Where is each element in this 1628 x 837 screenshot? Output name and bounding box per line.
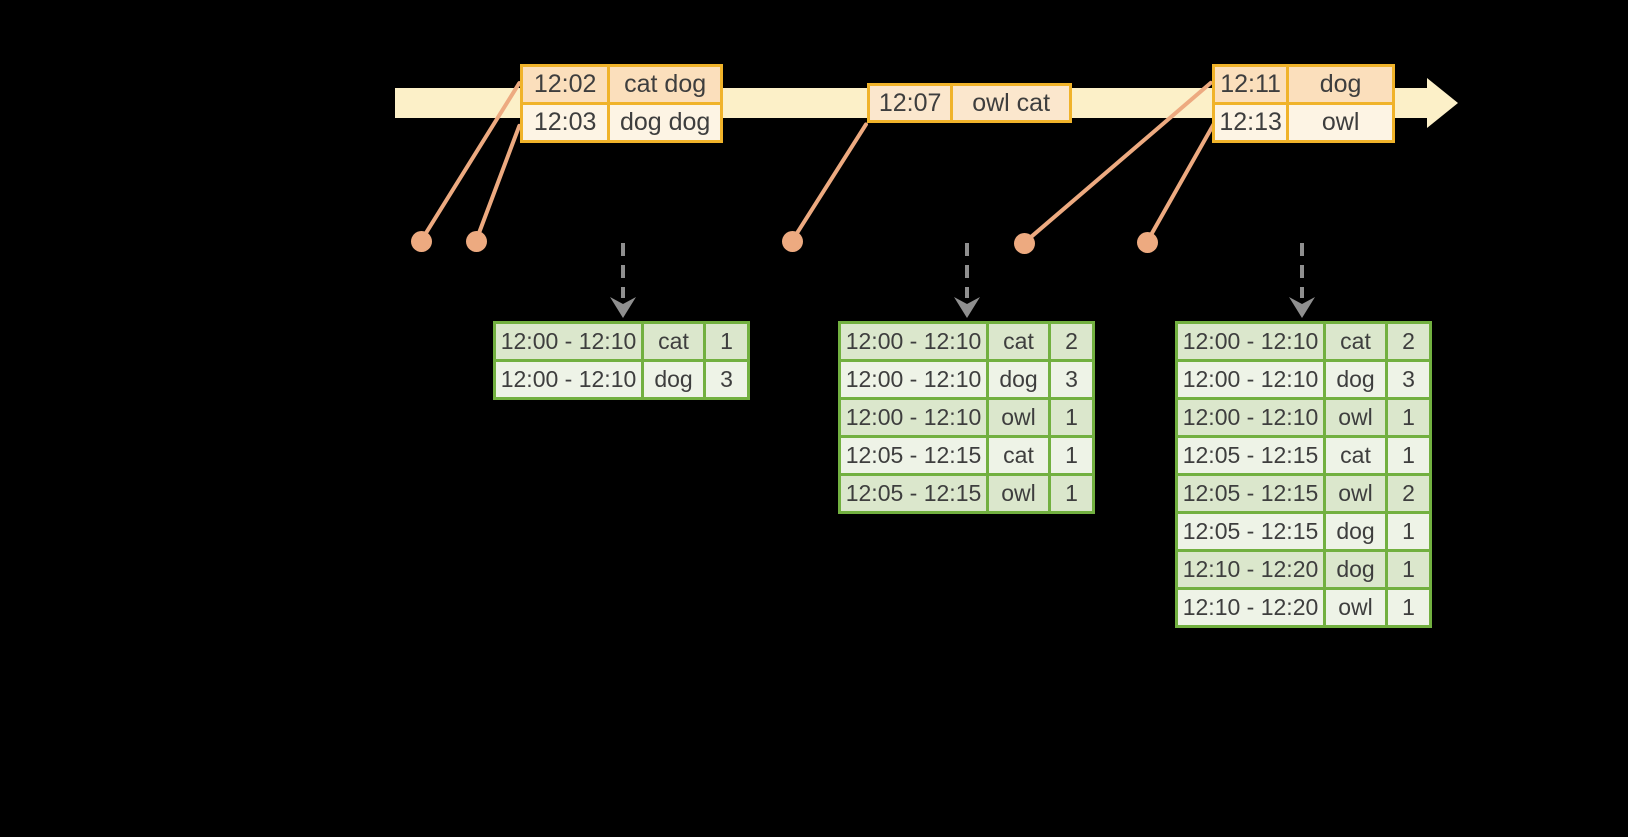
- event-time-cell: 12:13: [1211, 102, 1290, 143]
- count-cell: 2: [1048, 321, 1095, 362]
- window-cell: 12:00 - 12:10: [1175, 321, 1326, 362]
- event-table-2: 12:07 owl cat: [866, 83, 1072, 123]
- trigger-arrowhead-icon: [1289, 297, 1315, 318]
- word-cell: cat: [641, 321, 706, 362]
- window-cell: 12:05 - 12:15: [1175, 511, 1326, 552]
- event-dot: [1014, 233, 1035, 254]
- event-words-cell: owl cat: [950, 83, 1072, 123]
- event-dot: [1137, 232, 1158, 253]
- window-cell: 12:00 - 12:10: [838, 397, 989, 438]
- result-row: 12:00 - 12:10 owl 1: [838, 397, 1095, 438]
- count-cell: 1: [1385, 549, 1432, 590]
- trigger-arrowhead-icon: [610, 297, 636, 318]
- window-cell: 12:10 - 12:20: [1175, 587, 1326, 628]
- event-words-cell: owl: [1286, 102, 1395, 143]
- window-cell: 12:05 - 12:15: [838, 473, 989, 514]
- trigger-arrow-shaft: [1300, 243, 1304, 298]
- result-row: 12:00 - 12:10 dog 3: [493, 359, 750, 400]
- window-cell: 12:05 - 12:15: [1175, 435, 1326, 476]
- trigger-arrow-shaft: [621, 243, 625, 298]
- event-time-cell: 12:11: [1211, 64, 1290, 105]
- count-cell: 3: [703, 359, 750, 400]
- event-row: 12:07 owl cat: [866, 83, 1072, 123]
- result-row: 12:10 - 12:20 owl 1: [1175, 587, 1432, 628]
- event-dot: [466, 231, 487, 252]
- count-cell: 2: [1385, 473, 1432, 514]
- trigger-arrowhead-icon: [954, 297, 980, 318]
- count-cell: 1: [1048, 397, 1095, 438]
- count-cell: 3: [1385, 359, 1432, 400]
- word-cell: owl: [986, 473, 1051, 514]
- word-cell: dog: [1323, 359, 1388, 400]
- event-row: 12:02 cat dog: [519, 64, 723, 105]
- event-words-cell: dog: [1286, 64, 1395, 105]
- window-cell: 12:00 - 12:10: [838, 359, 989, 400]
- event-dot: [782, 231, 803, 252]
- result-row: 12:00 - 12:10 dog 3: [838, 359, 1095, 400]
- window-cell: 12:00 - 12:10: [1175, 397, 1326, 438]
- count-cell: 1: [1385, 397, 1432, 438]
- result-table-2: 12:00 - 12:10 cat 2 12:00 - 12:10 dog 3 …: [838, 321, 1095, 514]
- word-cell: dog: [641, 359, 706, 400]
- word-cell: dog: [1323, 549, 1388, 590]
- result-row: 12:10 - 12:20 dog 1: [1175, 549, 1432, 590]
- window-cell: 12:10 - 12:20: [1175, 549, 1326, 590]
- event-dot: [411, 231, 432, 252]
- count-cell: 1: [1385, 511, 1432, 552]
- word-cell: dog: [986, 359, 1051, 400]
- result-row: 12:05 - 12:15 owl 1: [838, 473, 1095, 514]
- event-words-cell: cat dog: [607, 64, 723, 105]
- count-cell: 1: [1385, 435, 1432, 476]
- result-row: 12:00 - 12:10 cat 1: [493, 321, 750, 362]
- word-cell: owl: [1323, 587, 1388, 628]
- event-time-cell: 12:07: [866, 83, 954, 123]
- count-cell: 1: [703, 321, 750, 362]
- result-row: 12:05 - 12:15 owl 2: [1175, 473, 1432, 514]
- word-cell: cat: [1323, 321, 1388, 362]
- event-row: 12:03 dog dog: [519, 102, 723, 143]
- window-cell: 12:00 - 12:10: [838, 321, 989, 362]
- word-cell: owl: [986, 397, 1051, 438]
- event-table-1: 12:02 cat dog 12:03 dog dog: [519, 64, 723, 143]
- result-row: 12:05 - 12:15 cat 1: [838, 435, 1095, 476]
- event-words-cell: dog dog: [607, 102, 723, 143]
- result-table-3: 12:00 - 12:10 cat 2 12:00 - 12:10 dog 3 …: [1175, 321, 1432, 628]
- window-cell: 12:05 - 12:15: [838, 435, 989, 476]
- result-row: 12:00 - 12:10 owl 1: [1175, 397, 1432, 438]
- event-connector-line: [1145, 120, 1217, 243]
- event-table-3: 12:11 dog 12:13 owl: [1211, 64, 1395, 143]
- window-cell: 12:05 - 12:15: [1175, 473, 1326, 514]
- event-row: 12:13 owl: [1211, 102, 1395, 143]
- result-row: 12:00 - 12:10 dog 3: [1175, 359, 1432, 400]
- count-cell: 1: [1385, 587, 1432, 628]
- word-cell: owl: [1323, 397, 1388, 438]
- trigger-arrow-shaft: [965, 243, 969, 298]
- event-connector-line: [790, 121, 869, 243]
- timeline-arrowhead-icon: [1427, 78, 1458, 128]
- window-cell: 12:00 - 12:10: [1175, 359, 1326, 400]
- word-cell: dog: [1323, 511, 1388, 552]
- result-row: 12:00 - 12:10 cat 2: [838, 321, 1095, 362]
- window-cell: 12:00 - 12:10: [493, 321, 644, 362]
- event-time-cell: 12:03: [519, 102, 611, 143]
- count-cell: 1: [1048, 435, 1095, 476]
- event-row: 12:11 dog: [1211, 64, 1395, 105]
- result-row: 12:00 - 12:10 cat 2: [1175, 321, 1432, 362]
- result-row: 12:05 - 12:15 dog 1: [1175, 511, 1432, 552]
- word-cell: owl: [1323, 473, 1388, 514]
- word-cell: cat: [986, 435, 1051, 476]
- word-cell: cat: [1323, 435, 1388, 476]
- result-table-1: 12:00 - 12:10 cat 1 12:00 - 12:10 dog 3: [493, 321, 750, 400]
- count-cell: 3: [1048, 359, 1095, 400]
- count-cell: 2: [1385, 321, 1432, 362]
- event-time-cell: 12:02: [519, 64, 611, 105]
- count-cell: 1: [1048, 473, 1095, 514]
- result-row: 12:05 - 12:15 cat 1: [1175, 435, 1432, 476]
- window-cell: 12:00 - 12:10: [493, 359, 644, 400]
- word-cell: cat: [986, 321, 1051, 362]
